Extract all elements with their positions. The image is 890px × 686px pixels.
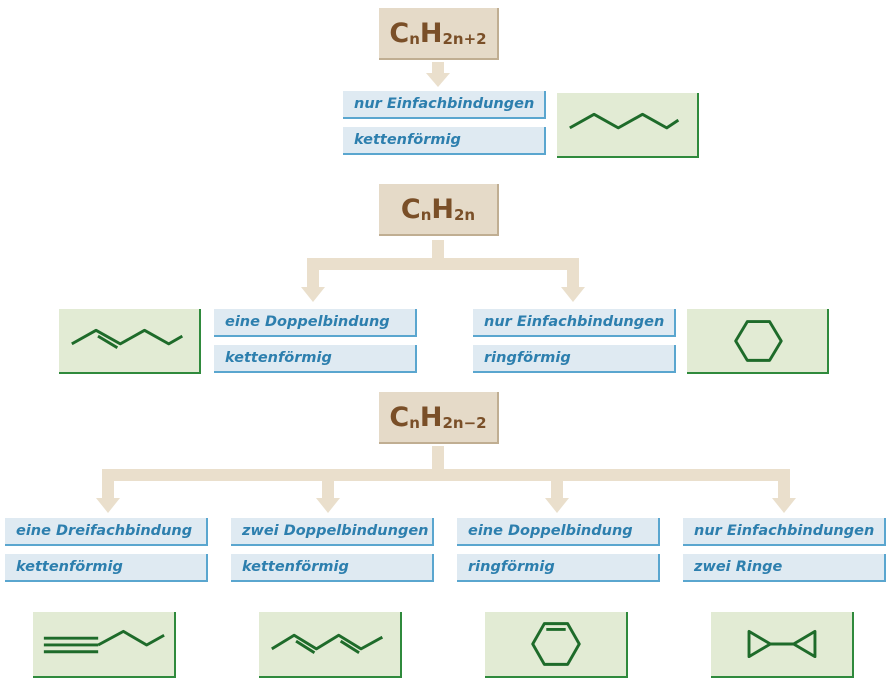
formula-base-h: H	[431, 193, 454, 225]
label-c4-bond: nur Einfachbindungen	[683, 518, 886, 546]
formula-sub-n: n	[420, 206, 432, 224]
formula-sub-h: 2n	[454, 206, 476, 224]
formula-sub-h: 2n+2	[442, 30, 487, 48]
structure-c2	[259, 612, 402, 678]
formula-base-h: H	[419, 401, 443, 433]
label-c1-bond: eine Dreifachbindung	[5, 518, 208, 546]
label-c2-shape: kettenförmig	[231, 554, 434, 582]
label-a1-shape: kettenförmig	[343, 127, 546, 155]
structure-c4	[711, 612, 854, 678]
hexa-2,4-diene-skeletal-icon	[271, 633, 384, 654]
cyclohexane-icon	[734, 320, 783, 362]
structure-a1	[557, 93, 699, 158]
formula-sub-h: 2n−2	[442, 414, 487, 432]
formula-base-c: C	[389, 401, 410, 433]
formula-sub-n: n	[409, 30, 420, 48]
cyclohexene-icon	[531, 622, 581, 666]
structure-b1	[59, 309, 201, 374]
bicyclopropyl-icon	[747, 629, 817, 659]
label-b1-bond: eine Doppelbindung	[214, 309, 417, 337]
label-c3-shape: ringförmig	[457, 554, 660, 582]
label-c4-shape: zwei Ringe	[683, 554, 886, 582]
label-b1-shape: kettenförmig	[214, 345, 417, 373]
formula-sub-n: n	[409, 414, 420, 432]
label-b2-bond: nur Einfachbindungen	[473, 309, 676, 337]
structure-c3	[485, 612, 628, 678]
pent-2-ene-skeletal-icon	[71, 328, 184, 350]
label-c1-shape: kettenförmig	[5, 554, 208, 582]
label-b2-shape: ringförmig	[473, 345, 676, 373]
formula-base-c: C	[400, 193, 421, 225]
formula-base-h: H	[419, 17, 443, 49]
label-a1-bond: nur Einfachbindungen	[343, 91, 546, 119]
structure-b2	[687, 309, 829, 374]
pentane-skeletal-icon	[569, 112, 680, 130]
structure-c1	[33, 612, 176, 678]
label-c2-bond: zwei Doppelbindungen	[231, 518, 434, 546]
pent-1-yne-skeletal-icon	[43, 629, 165, 654]
formula-base-c: C	[389, 17, 410, 49]
label-c3-bond: eine Doppelbindung	[457, 518, 660, 546]
